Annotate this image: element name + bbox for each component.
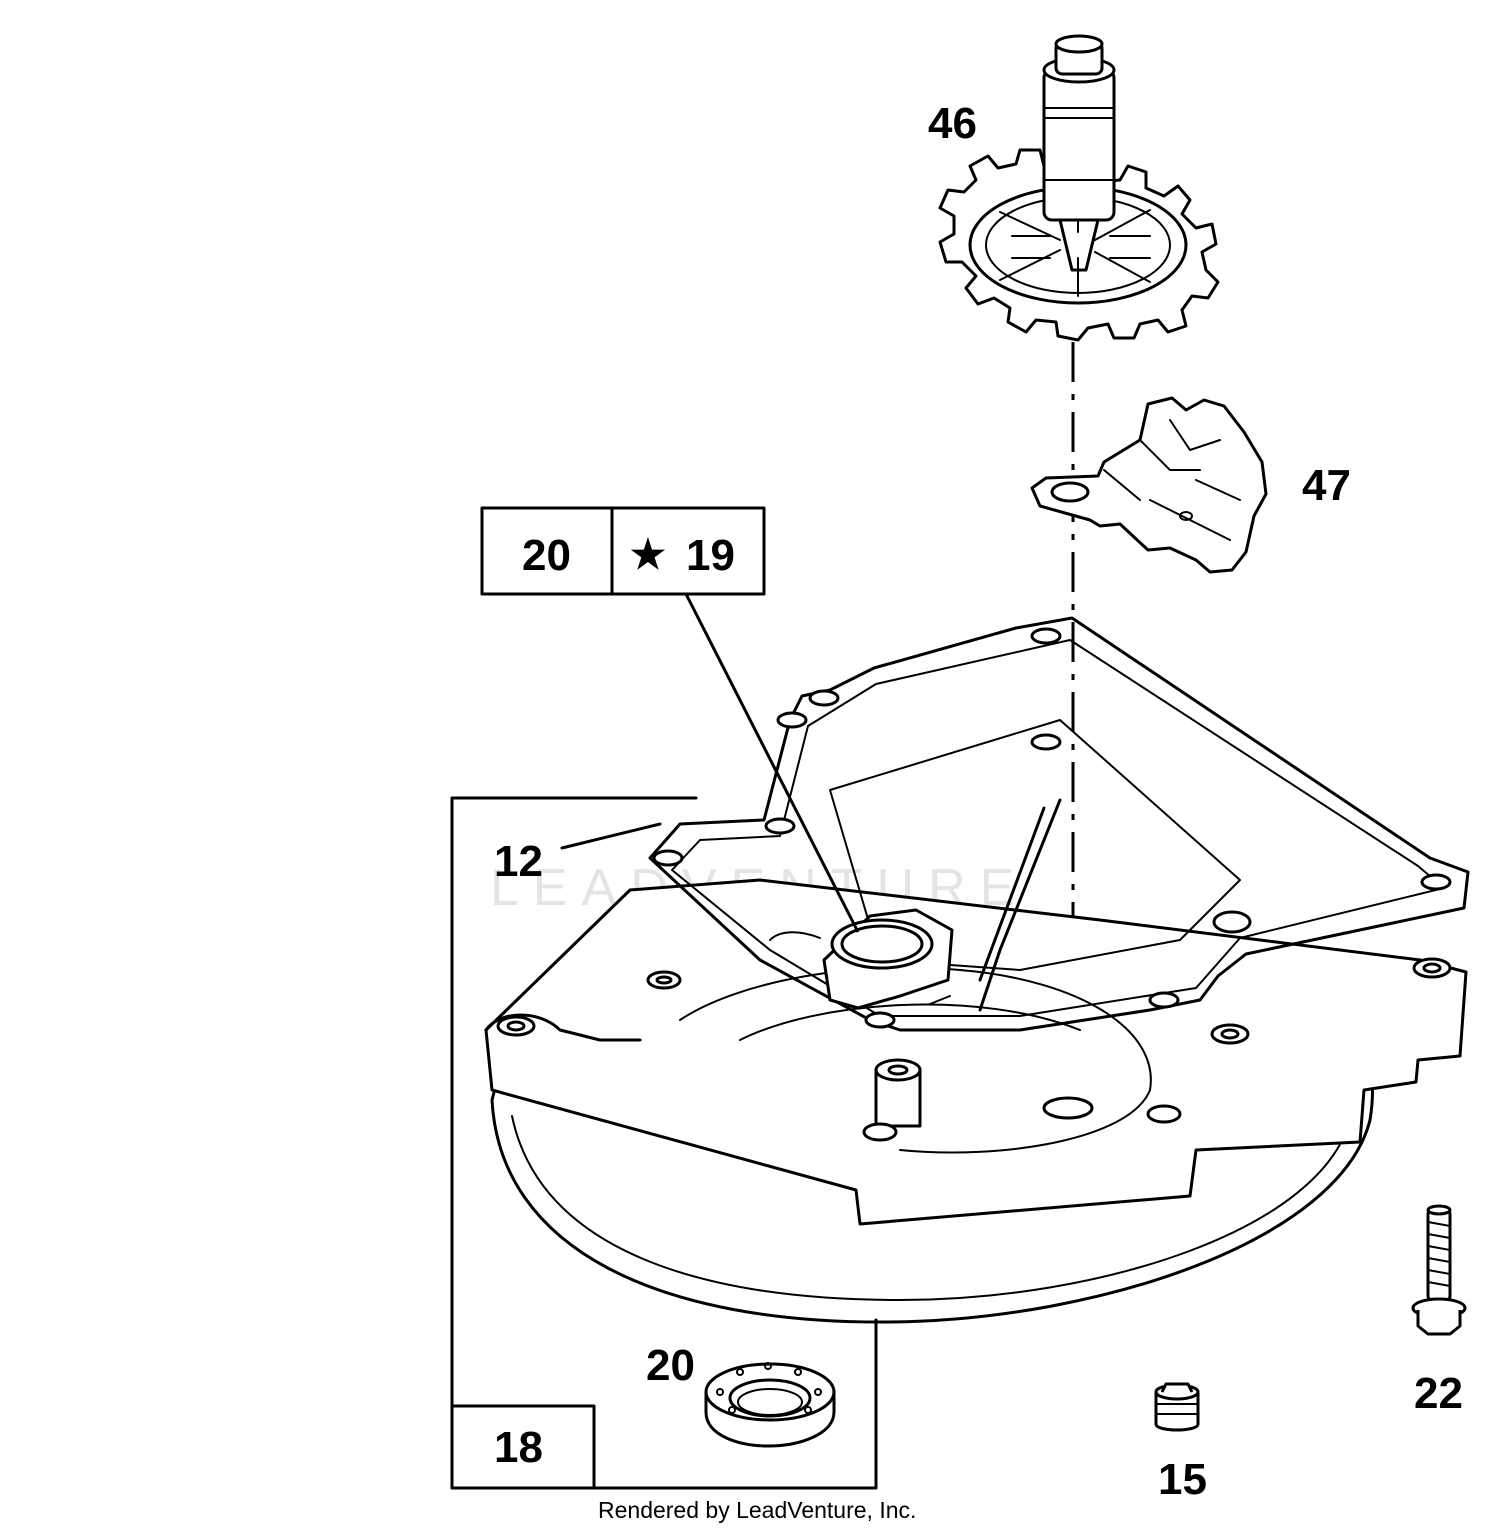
kit-20-label: 20	[522, 531, 571, 580]
seal-holes	[716, 1362, 822, 1414]
credit-text: Rendered by LeadVenture, Inc.	[598, 1497, 916, 1523]
gear-shaft	[1042, 68, 1116, 222]
callout-12: 12	[494, 837, 543, 886]
sump-bolt[interactable]	[1411, 1204, 1467, 1336]
callout-20-seal: 20	[646, 1341, 695, 1390]
kit-18-box	[450, 1404, 596, 1490]
kit-19-label: 19	[686, 531, 735, 580]
governor-bracket[interactable]	[1030, 396, 1268, 574]
kit-19-star-icon: ★	[630, 533, 666, 577]
callout-22: 22	[1414, 1369, 1463, 1418]
callout-47: 47	[1302, 461, 1351, 510]
leader-12	[560, 822, 662, 850]
bolt-boss-left	[496, 1015, 536, 1037]
kit-20-19-box	[480, 506, 766, 596]
bracket-hole	[1050, 481, 1090, 503]
callout-15: 15	[1158, 1455, 1207, 1504]
governor-gear-assembly[interactable]	[938, 34, 1220, 342]
kit-18-label: 18	[494, 1423, 543, 1472]
callout-46: 46	[928, 99, 977, 148]
dowel-pin[interactable]	[1154, 1382, 1200, 1432]
gear-teeth	[938, 148, 1220, 342]
gasket-holes	[652, 627, 1452, 1029]
oil-seal[interactable]	[704, 1362, 836, 1448]
leader-20-19	[684, 593, 860, 933]
crankcase-sump[interactable]	[484, 616, 1470, 1324]
